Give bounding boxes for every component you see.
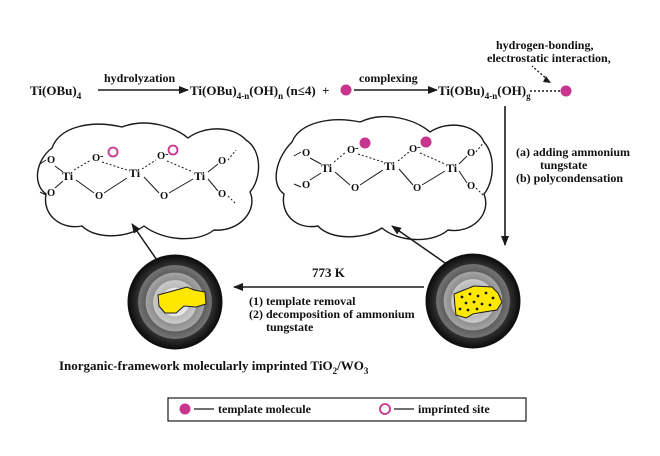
bound-template-dot	[560, 85, 572, 97]
legend-box	[167, 397, 527, 422]
bond	[458, 170, 468, 184]
bond	[39, 191, 47, 196]
bond	[293, 183, 302, 188]
temperature-label: 773 K	[312, 265, 346, 280]
imprinted-site-ring	[107, 146, 119, 158]
bond	[103, 177, 128, 194]
minus-charge: -	[165, 149, 169, 160]
dative-bond	[141, 159, 157, 170]
bond	[143, 176, 160, 194]
o-atom: O	[302, 148, 310, 159]
templated-framework-structure: Ti Ti Ti O O O - O O - O O O	[293, 136, 485, 197]
ti-atom: Ti	[384, 159, 396, 173]
hydrolyzation-label: hydrolyzation	[104, 71, 175, 85]
dative-bond	[166, 160, 194, 173]
bond	[293, 151, 302, 157]
interaction-pointer	[531, 65, 549, 81]
o-atom: O	[47, 155, 55, 166]
step-a-label-2: tungstate	[540, 158, 588, 172]
dative-bond	[357, 153, 384, 163]
dative-bond	[475, 187, 485, 197]
template-dots-cluster	[458, 291, 495, 312]
o-atom: O	[47, 188, 55, 199]
minus-charge: -	[355, 143, 359, 154]
bond	[54, 165, 64, 173]
legend-template-label: template molecule	[218, 402, 312, 416]
o-minus-atom: O	[157, 151, 165, 162]
decomposition-label: (2) decomposition of ammonium	[249, 307, 415, 321]
bond	[54, 180, 64, 189]
product-caption: Inorganic-framework molecularly imprinte…	[59, 358, 369, 376]
bond	[458, 155, 468, 165]
legend-imprinted-label: imprinted site	[418, 402, 490, 416]
templated-sphere	[425, 253, 521, 349]
template-removal-label: (1) template removal	[249, 294, 356, 308]
complexing-label: complexing	[359, 71, 418, 85]
ti-atom: Ti	[321, 161, 333, 175]
plus-sign: +	[322, 83, 329, 98]
complex-product-label: Ti(OBu)4-n(OH)g	[438, 83, 531, 101]
o-atom: O	[467, 148, 475, 159]
legend: template molecule imprinted site	[167, 397, 527, 422]
templated-framework-cloud	[275, 115, 493, 241]
dative-bond	[101, 161, 128, 171]
bond	[168, 178, 194, 194]
o-atom: O	[160, 191, 168, 202]
bond	[359, 169, 384, 186]
dative-bond	[73, 159, 92, 171]
template-molecule-dot	[359, 137, 371, 149]
ti-atom: Ti	[446, 161, 458, 175]
imprinted-sphere	[127, 254, 223, 350]
interaction-label-1: hydrogen-bonding,	[496, 38, 593, 52]
interaction-label-2: electrostatic interaction,	[487, 51, 611, 65]
ti-atom: Ti	[62, 169, 74, 183]
decomposition-label-2: tungstate	[266, 320, 314, 334]
legend-imprinted-marker	[379, 403, 391, 415]
dative-bond	[333, 151, 347, 163]
o-atom: O	[467, 181, 475, 192]
minus-charge: -	[417, 142, 421, 153]
empty-cavity-shape	[157, 286, 207, 314]
legend-template-marker	[179, 403, 191, 415]
bond	[207, 178, 219, 192]
dative-bond	[227, 195, 237, 205]
o-minus-atom: O	[409, 144, 417, 155]
bond	[75, 179, 95, 194]
step-a-label: (a) adding ammonium	[516, 145, 630, 159]
bond	[207, 163, 219, 173]
step-b-label: (b) polycondensation	[516, 171, 623, 185]
o-atom: O	[302, 180, 310, 191]
bond	[309, 172, 322, 181]
hydrolyzed-product-label: Ti(OBu)4-n(OH)n(n≤4)	[190, 83, 316, 101]
o-atom: O	[95, 191, 103, 202]
minus-charge: -	[100, 151, 104, 162]
filled-cavity-shape	[453, 285, 503, 319]
o-atom: O	[351, 183, 359, 194]
bond	[398, 168, 414, 186]
bond	[39, 159, 47, 165]
imprinted-framework-structure: Ti Ti Ti O O O - O O - O O O	[39, 144, 237, 205]
reactant-label: Ti(OBu)4	[30, 83, 82, 101]
ti-atom: Ti	[129, 166, 141, 180]
bond	[421, 170, 446, 186]
bond	[309, 157, 322, 165]
imprinted-site-ring	[167, 144, 179, 156]
o-atom: O	[218, 189, 226, 200]
ti-atom: Ti	[194, 169, 206, 183]
template-molecule-dot	[340, 84, 352, 96]
interaction-pointer-head	[543, 76, 551, 83]
o-atom: O	[413, 183, 421, 194]
o-atom: O	[218, 156, 226, 167]
dative-bond	[419, 152, 446, 165]
template-molecule-dot	[420, 136, 432, 148]
bond	[334, 171, 351, 186]
o-minus-atom: O	[92, 153, 100, 164]
o-minus-atom: O	[347, 145, 355, 156]
